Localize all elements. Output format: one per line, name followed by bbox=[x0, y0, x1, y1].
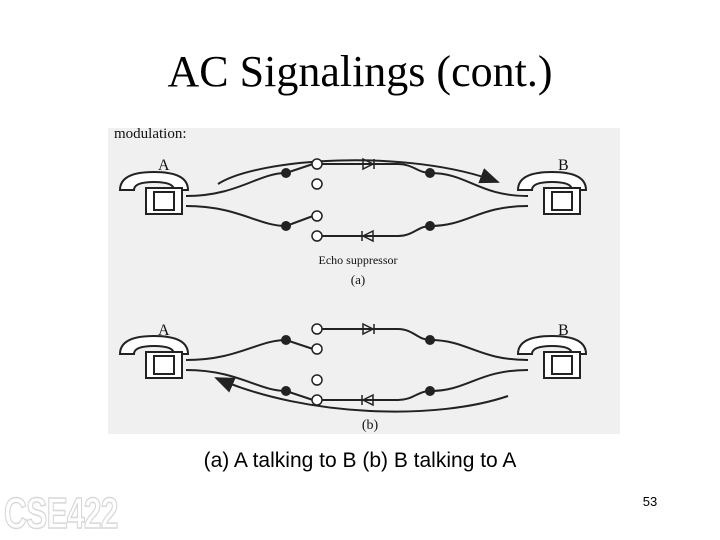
echo-suppressor-figure: modulation: A bbox=[108, 128, 620, 434]
partial-heading-text: modulation: bbox=[114, 128, 187, 142]
panel-b-label: (b) bbox=[362, 418, 379, 433]
panel-a-label: (a) bbox=[351, 272, 365, 287]
course-logo: CSE422 bbox=[3, 488, 118, 539]
signal-arrow-b-to-a bbox=[214, 377, 509, 413]
telephone-a-icon bbox=[118, 334, 190, 379]
echo-suppressor-label: Echo suppressor bbox=[319, 253, 398, 267]
telephone-a-icon bbox=[118, 170, 190, 215]
telephone-b-icon bbox=[516, 170, 588, 215]
diode-icon bbox=[362, 322, 375, 336]
diode-icon bbox=[362, 157, 375, 171]
diode-icon bbox=[361, 229, 374, 243]
figure-caption: (a) A talking to B (b) B talking to A bbox=[203, 449, 517, 472]
switch-contacts-b bbox=[281, 323, 435, 406]
signal-arrow-a-to-b bbox=[217, 159, 500, 185]
label-a: A bbox=[158, 322, 170, 339]
slide-title: AC Signalings (cont.) bbox=[167, 47, 553, 96]
echo-suppressor-circuit-a bbox=[185, 163, 529, 237]
echo-suppressor-circuit-b bbox=[185, 328, 529, 401]
panel-a: A bbox=[118, 157, 588, 287]
telephone-b-icon bbox=[516, 334, 588, 379]
label-b: B bbox=[558, 322, 569, 339]
label-b: B bbox=[558, 157, 569, 174]
switch-contacts-a bbox=[281, 158, 435, 242]
page-number: 53 bbox=[642, 494, 658, 509]
panel-b: A bbox=[118, 322, 588, 433]
diode-icon bbox=[361, 393, 374, 407]
label-a: A bbox=[158, 157, 170, 174]
